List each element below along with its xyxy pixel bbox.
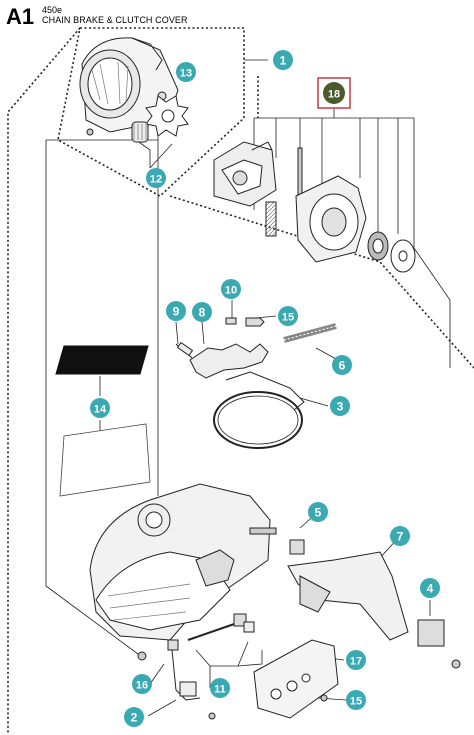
svg-text:18: 18 [328, 89, 340, 101]
callout-6[interactable]: 6 [332, 355, 352, 375]
callout-18[interactable]: 18 [317, 77, 351, 109]
callout-10[interactable]: 10 [221, 279, 241, 299]
assembly-boundary [7, 27, 474, 735]
brake-band-parts [175, 317, 337, 449]
callout-markers: 1 2 3 4 5 6 7 [90, 50, 440, 727]
callout-13[interactable]: 13 [176, 62, 196, 82]
warning-decal [55, 345, 151, 497]
model-name: 450e [42, 5, 63, 15]
svg-text:14: 14 [94, 404, 107, 416]
callout-15-upper[interactable]: 15 [278, 306, 298, 326]
callout-12[interactable]: 12 [146, 168, 166, 188]
svg-text:15: 15 [350, 696, 362, 708]
callout-3[interactable]: 3 [330, 396, 350, 416]
callout-7[interactable]: 7 [390, 526, 410, 546]
svg-text:17: 17 [350, 656, 362, 668]
callout-17[interactable]: 17 [346, 650, 366, 670]
svg-text:2: 2 [131, 711, 138, 725]
callout-11[interactable]: 11 [210, 678, 230, 698]
chain-brake-kit [213, 141, 416, 273]
svg-text:9: 9 [173, 305, 180, 319]
svg-text:15: 15 [282, 312, 294, 324]
svg-text:8: 8 [199, 306, 206, 320]
svg-text:1: 1 [280, 54, 287, 68]
sprocket-rim-parts [131, 95, 189, 143]
callout-14[interactable]: 14 [90, 398, 110, 418]
chain-brake-housing [89, 483, 305, 720]
callout-2[interactable]: 2 [124, 707, 144, 727]
svg-text:10: 10 [225, 285, 237, 297]
svg-text:11: 11 [214, 684, 226, 696]
svg-text:16: 16 [136, 680, 148, 692]
section-code: A1 [6, 4, 35, 29]
svg-text:6: 6 [339, 359, 346, 373]
guide-plate [253, 639, 339, 719]
diagram-title: CHAIN BRAKE & CLUTCH COVER [42, 15, 188, 25]
chain-guard [287, 551, 461, 669]
svg-text:7: 7 [397, 530, 404, 544]
callout-1[interactable]: 1 [273, 50, 293, 70]
svg-text:13: 13 [180, 68, 192, 80]
callout-15-lower[interactable]: 15 [346, 690, 366, 710]
callout-16[interactable]: 16 [132, 674, 152, 694]
svg-text:3: 3 [337, 400, 344, 414]
callout-4[interactable]: 4 [420, 578, 440, 598]
callout-8[interactable]: 8 [192, 302, 212, 322]
callout-9[interactable]: 9 [166, 301, 186, 321]
svg-text:4: 4 [427, 582, 434, 596]
svg-text:12: 12 [150, 174, 162, 186]
svg-text:5: 5 [315, 506, 322, 520]
callout-5[interactable]: 5 [308, 502, 328, 522]
